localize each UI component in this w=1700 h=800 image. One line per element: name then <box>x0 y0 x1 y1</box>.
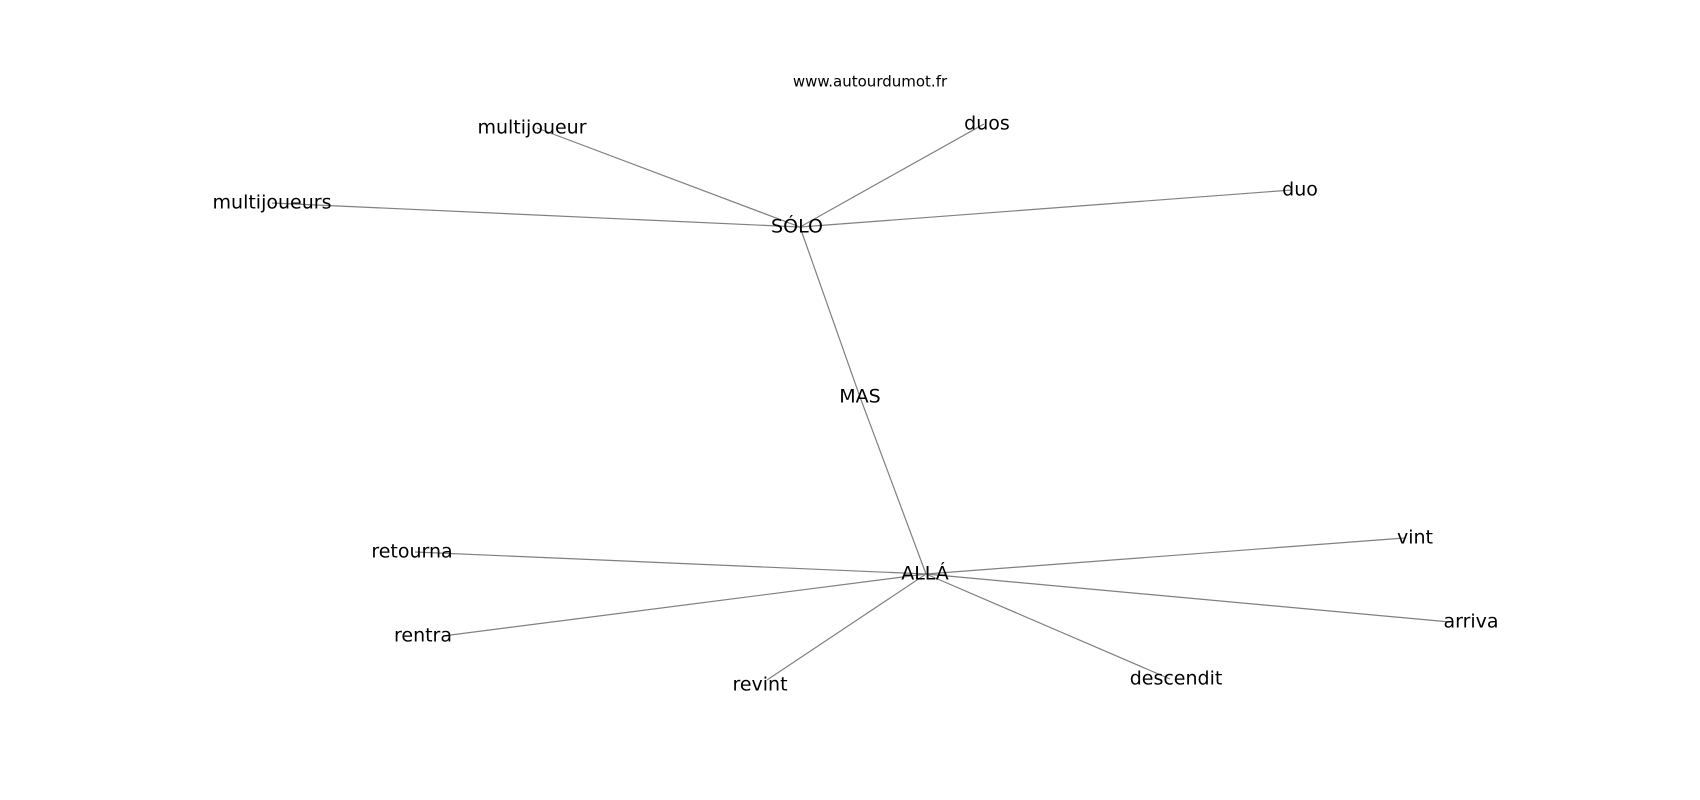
node-alla[interactable]: ALLÁ <box>901 562 949 585</box>
node-duos[interactable]: duos <box>964 112 1010 135</box>
node-mas[interactable]: MAS <box>839 385 881 408</box>
node-multijoueurs[interactable]: multijoueurs <box>212 191 332 214</box>
node-rentra[interactable]: rentra <box>393 624 453 647</box>
edge-solo-multijoueur <box>536 127 801 228</box>
edge-alla-retourna <box>414 551 927 575</box>
edge-alla-arriva <box>925 573 1451 623</box>
edge-solo-duos <box>799 123 985 228</box>
node-revint[interactable]: revint <box>732 673 788 696</box>
node-multijoueur[interactable]: multijoueur <box>477 116 587 139</box>
edge-mas-solo <box>799 226 861 398</box>
node-duo[interactable]: duo <box>1282 178 1318 201</box>
edge-alla-rentra <box>442 573 927 637</box>
node-arriva[interactable]: arriva <box>1443 610 1499 633</box>
node-vint[interactable]: vint <box>1396 526 1434 549</box>
edge-solo-multijoueurs <box>271 202 801 228</box>
edge-alla-descendit <box>925 573 1171 680</box>
edge-mas-alla <box>859 396 927 575</box>
edge-solo-duo <box>799 189 1293 228</box>
site-url-label: www.autourdumot.fr <box>792 72 948 91</box>
node-retourna[interactable]: retourna <box>371 540 453 563</box>
node-descendit[interactable]: descendit <box>1129 667 1223 690</box>
edge-alla-revint <box>766 573 927 681</box>
edge-alla-vint <box>925 537 1406 575</box>
node-solo[interactable]: SÓLO <box>771 215 823 238</box>
